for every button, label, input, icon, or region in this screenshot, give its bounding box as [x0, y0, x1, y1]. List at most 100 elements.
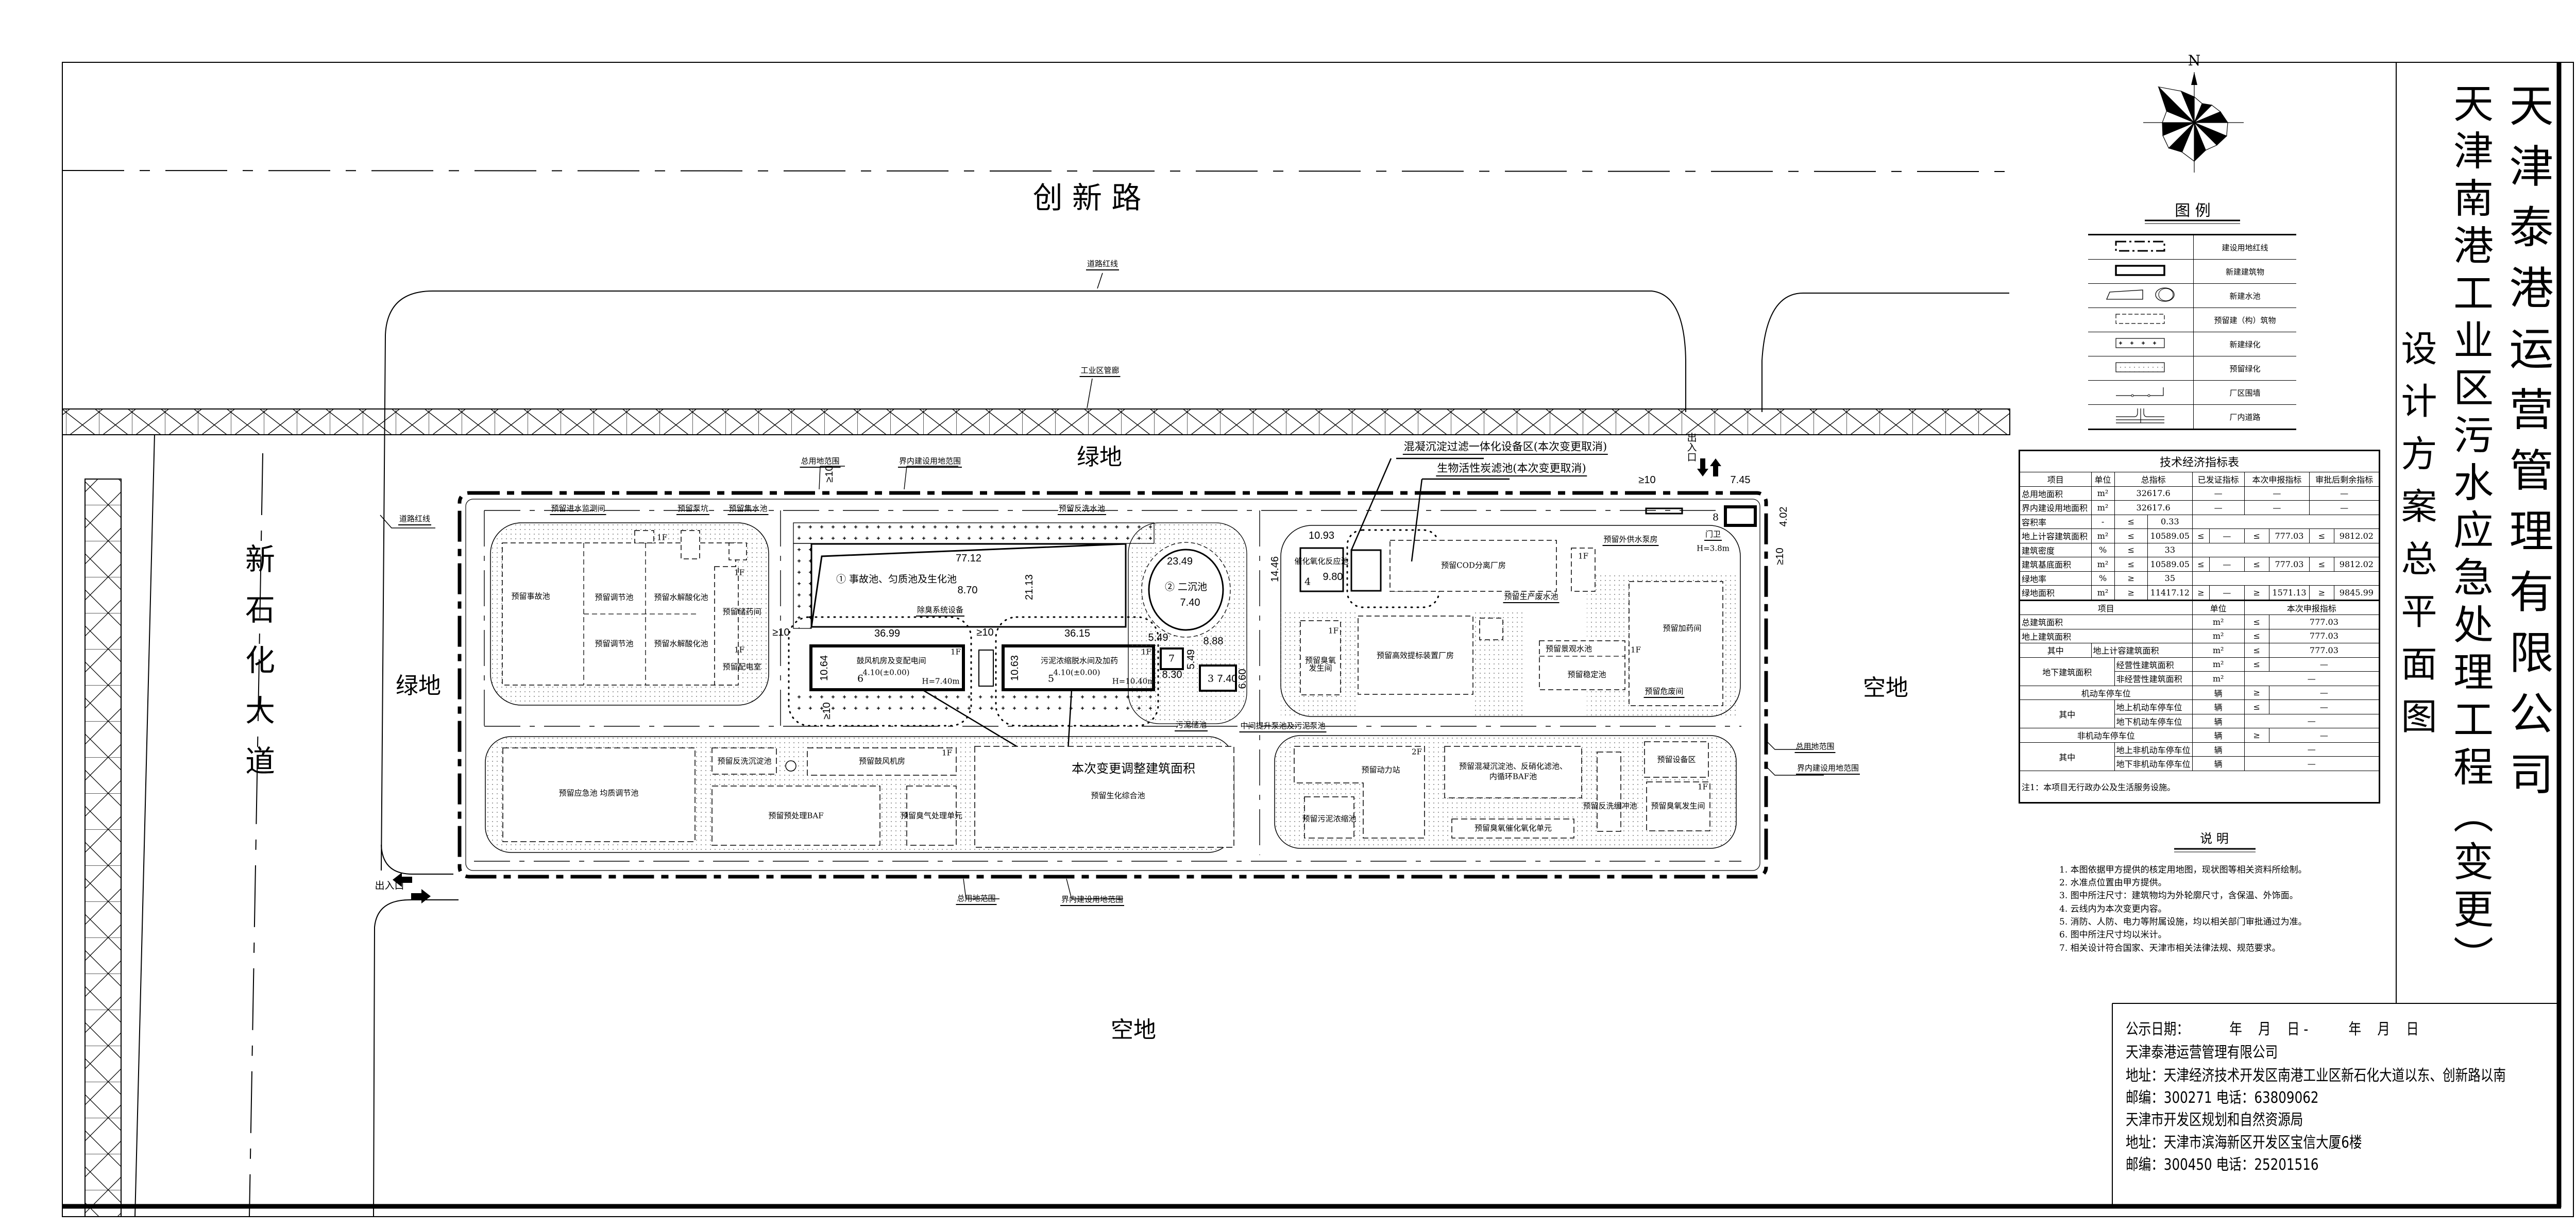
- label-collect-pool: 预留集水池: [727, 505, 769, 515]
- dim-ge10: ≥10: [976, 627, 994, 638]
- pool-number-4: 4: [1304, 576, 1311, 588]
- height-building-5: H=10.40m: [1112, 676, 1155, 686]
- dim-14-46: 14.46: [1269, 556, 1281, 583]
- dim-5-49: 5.49: [1185, 649, 1197, 670]
- dim-10-93: 10.93: [1308, 530, 1335, 541]
- table-note-row: 注1：本项目无行政办公及生活服务设施。: [2019, 770, 2380, 803]
- road-symbol: [2088, 404, 2194, 430]
- blank-cell: [2192, 514, 2380, 529]
- label-sludge-store: 污泥储池: [1174, 721, 1208, 731]
- elevation-clarifier: 7.40: [1180, 597, 1200, 608]
- legend-label: 预留绿化: [2193, 356, 2296, 381]
- dim-8-88: 8.88: [1203, 636, 1224, 647]
- reserved-greening-symbol: [2088, 356, 2194, 381]
- legend-row: 建设用地红线: [2088, 234, 2296, 260]
- label-building-5: 污泥浓缩脱水间及加药: [1040, 656, 1118, 665]
- cell: 辆: [2192, 742, 2245, 757]
- cell: —: [2244, 486, 2310, 501]
- floor-label: 1F: [657, 533, 667, 542]
- dim-ge10: ≥10: [772, 627, 790, 638]
- floor-label: 2F: [1412, 747, 1422, 757]
- height-gate: H=3.8m: [1697, 543, 1730, 553]
- pool-1-name: 事故池、匀质池及生化池: [849, 573, 957, 585]
- floor-label: 1F: [734, 645, 744, 655]
- label-ozone-gen-2: 预留臭氧发生间: [1651, 801, 1705, 811]
- cell: 辆: [2192, 728, 2245, 743]
- applicant-contact: 邮编：300271 电话：63809062: [2126, 1089, 2319, 1107]
- cell: 建筑基底面积: [2019, 557, 2092, 572]
- authority-address: 地址：天津市滨海新区开发区宝信大厦6楼: [2126, 1134, 2362, 1152]
- table-header-row: 项目单位本次申报指标: [2019, 600, 2380, 615]
- floor-label: 1F: [1578, 551, 1588, 561]
- tech-economic-table: 技术经济指标表 项目单位 总指标已发证指标 本次申报指标审批后剩余指标 总用地面…: [2019, 450, 2380, 804]
- label-sludge-thickener: 预留污泥浓缩池: [1302, 814, 1357, 824]
- cell: 非机动车停车位: [2019, 728, 2193, 743]
- label-backwash-pool: 预留反洗水池: [1057, 505, 1107, 515]
- floor-label: 1F: [1328, 626, 1338, 636]
- dim-6-60: 6.60: [1237, 669, 1248, 689]
- label-coag-baf-2: 内循环BAF池: [1489, 772, 1537, 781]
- cell: ≥: [2309, 585, 2334, 601]
- legend-label: 新建水池: [2193, 283, 2296, 308]
- header-cell: 审批后剩余指标: [2309, 472, 2380, 487]
- label-landscape: 预留景观水池: [1545, 644, 1592, 654]
- inner-land-label-top: 界内建设用地范围: [897, 457, 962, 468]
- label-pool-1: ① 事故池、匀质池及生化池: [836, 573, 957, 585]
- floor-label: 1F: [951, 647, 961, 657]
- cell: 地下非机动车停车位: [2114, 756, 2193, 771]
- note-item: 1. 本图依据甲方提供的核定用地图，现状图等相关资料所绘制。: [2059, 865, 2307, 875]
- green-area-north: 绿地: [1077, 444, 1122, 470]
- table-row: 容积率-≤0.33: [2019, 514, 2380, 529]
- company-title: 天津泰港运营管理有限公司: [2501, 82, 2553, 812]
- cell: —: [2268, 728, 2380, 743]
- elevation-pool-7: 8.30: [1162, 669, 1182, 680]
- label-cod-plant: 预留COD分离厂房: [1441, 560, 1506, 570]
- label-power-station: 预留动力站: [1361, 765, 1400, 775]
- cell: 9812.02: [2333, 528, 2380, 543]
- table-note: 注1：本项目无行政办公及生活服务设施。: [2019, 770, 2380, 803]
- cell: 地下机动车停车位: [2114, 713, 2193, 728]
- cell: 地上非机动车停车位: [2114, 742, 2193, 757]
- dim-ge10: ≥10: [821, 702, 833, 720]
- cell: 界内建设用地面积: [2019, 500, 2092, 515]
- cell: 总建筑面积: [2019, 614, 2193, 629]
- table-title: 技术经济指标表: [2019, 450, 2380, 472]
- applicant-address: 地址：天津经济技术开发区南港工业区新石化大道以东、创新路以南: [2126, 1067, 2506, 1085]
- cell: m²: [2091, 486, 2115, 501]
- total-land-label-bottom: 总用地范围: [956, 895, 997, 905]
- cell: m²: [2091, 500, 2115, 515]
- cell: ≤: [2244, 699, 2269, 714]
- label-building-6: 鼓风机房及变配电间: [856, 656, 926, 665]
- cell: ≥: [2244, 585, 2269, 601]
- label-pre-baf: 预留预处理BAF: [768, 811, 824, 821]
- project-title: 天津南港工业区污水应急处理工程（变更）: [2447, 82, 2493, 983]
- table-row: 其中地上机动车停车位辆≤—: [2019, 699, 2380, 728]
- height-building-6: H=7.40m: [922, 676, 960, 686]
- publicity-date: 公示日期： 年 月 日 - 年 月 日: [2126, 1020, 2419, 1038]
- cell: —: [2244, 756, 2380, 771]
- cell: 777.03: [2268, 628, 2380, 643]
- label-backwash-settle: 预留反洗沉淀池: [717, 756, 772, 766]
- road-name-west: 新石化大道: [240, 543, 275, 796]
- authority-contact: 邮编：300450 电话：25201516: [2126, 1156, 2319, 1174]
- cell: —: [2268, 657, 2380, 672]
- cell: ≤: [2114, 514, 2148, 529]
- cell: 地上机动车停车位: [2114, 699, 2193, 714]
- new-greening-symbol: [2088, 332, 2194, 356]
- note-item: 2. 水准点位置由甲方提供。: [2059, 878, 2167, 888]
- label-hydrolysis-1: 预留水解酸化池: [654, 592, 708, 602]
- cell: ≥: [2244, 728, 2269, 743]
- cell: 35: [2147, 571, 2193, 586]
- header-cell: 已发证指标: [2192, 472, 2245, 487]
- dim-36-15: 36.15: [1064, 628, 1091, 639]
- cell: ≥: [2192, 585, 2210, 601]
- cell: ≤: [2244, 628, 2269, 643]
- cell: 32617.6: [2114, 500, 2193, 515]
- cell: m²: [2192, 643, 2245, 658]
- cell: 地上计容建筑面积: [2091, 643, 2193, 658]
- cell: -: [2091, 514, 2115, 529]
- cell: 33: [2147, 542, 2193, 557]
